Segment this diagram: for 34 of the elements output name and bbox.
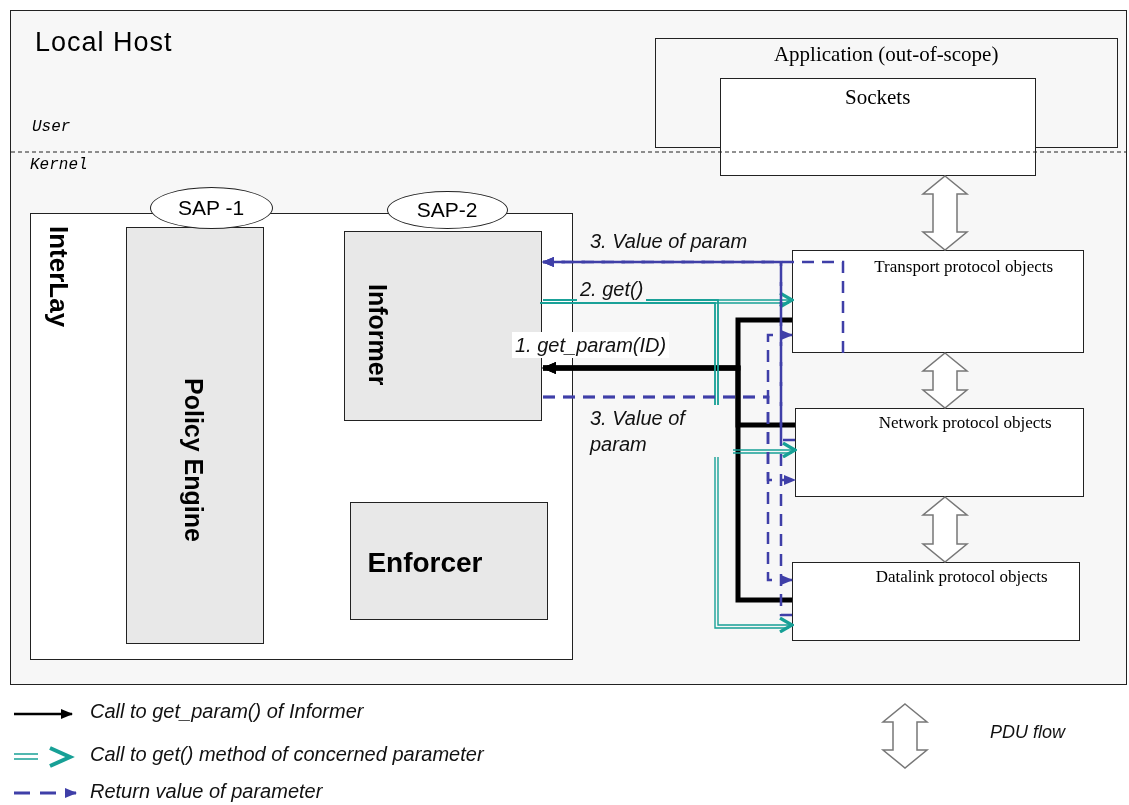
ellipse-label: SAP-2 bbox=[415, 196, 479, 223]
protocol-box bbox=[791, 561, 1080, 641]
legend-text: Return value of parameter bbox=[90, 780, 323, 803]
component-label: Informer bbox=[363, 284, 393, 386]
protocol-box bbox=[794, 407, 1084, 497]
box-label: Transport protocol objects bbox=[873, 256, 1055, 277]
box-label: Application (out-of-scope) bbox=[772, 40, 1000, 67]
box-label: Datalink protocol objects bbox=[874, 566, 1049, 587]
component-label: Policy Engine bbox=[179, 378, 209, 543]
ellipse-label: SAP -1 bbox=[177, 194, 246, 221]
dashed-arrow bbox=[543, 395, 793, 585]
frame-title: Local Host bbox=[35, 27, 173, 58]
edge-label: 1. get_param(ID) bbox=[512, 332, 670, 358]
sockets-box bbox=[719, 77, 1036, 176]
arrow bbox=[542, 362, 792, 603]
layer-label: Kernel bbox=[30, 156, 88, 174]
component-box bbox=[126, 227, 265, 645]
protocol-box bbox=[791, 249, 1084, 353]
component-label: Enforcer bbox=[367, 547, 483, 580]
dashed-arrow bbox=[542, 257, 792, 617]
flow-arrow bbox=[920, 175, 970, 251]
host-frame bbox=[10, 10, 1127, 685]
box-label: Network protocol objects bbox=[877, 412, 1053, 433]
module-title: InterLay bbox=[42, 225, 74, 327]
double-line-arrow bbox=[542, 299, 794, 634]
edge-label: 3. Value of param bbox=[587, 405, 733, 457]
component-box bbox=[350, 502, 549, 621]
legend-text: Call to get_param() of Informer bbox=[90, 700, 364, 723]
legend-text: PDU flow bbox=[990, 722, 1065, 743]
layer-label: User bbox=[32, 118, 71, 136]
flow-arrow bbox=[920, 352, 970, 409]
legend-text: Call to get() method of concerned parameter bbox=[90, 743, 484, 766]
box-label: Sockets bbox=[844, 83, 912, 110]
flow-arrow bbox=[920, 496, 970, 563]
